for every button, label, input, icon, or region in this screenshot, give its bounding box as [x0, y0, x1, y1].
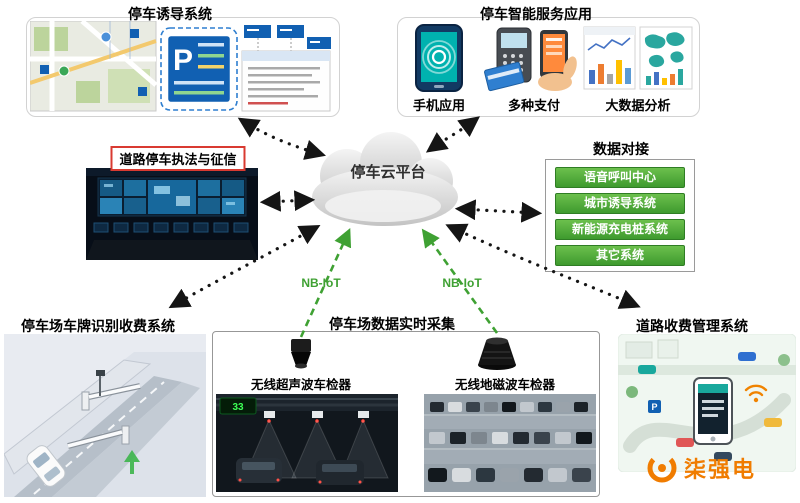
- led-sign: 33: [219, 397, 257, 415]
- title-smart-service: 停车智能服务应用: [480, 6, 592, 22]
- brand-logo: 柒强电: [646, 452, 756, 484]
- label-bigdata: 大数据分析: [605, 98, 671, 113]
- nbiot-label-left: NB-IoT: [301, 276, 341, 290]
- car-icon: [26, 445, 66, 487]
- parking-sign-icon: P: [160, 27, 238, 111]
- data-integration-box: 语音呼叫中心 城市诱导系统 新能源充电桩系统 其它系统: [545, 159, 695, 272]
- data-item-other-systems: 其它系统: [555, 245, 685, 266]
- title-road-toll: 道路收费管理系统: [636, 318, 748, 334]
- title-enforcement: 道路停车执法与征信: [110, 146, 246, 171]
- road-toll-illustration: P: [618, 334, 796, 472]
- payment-icons: [484, 27, 577, 92]
- smart-service-graphic: [415, 24, 693, 92]
- svg-text:P: P: [173, 44, 193, 77]
- big-data-charts-icon: [583, 26, 693, 90]
- phone-app-icon: [693, 377, 733, 445]
- guidance-frame: [26, 17, 340, 117]
- wifi-icon: [744, 384, 768, 397]
- guidance-boards-icon: [244, 25, 331, 51]
- label-mobile-app: 手机应用: [412, 98, 466, 113]
- car-rows: [428, 402, 592, 482]
- ceiling-sensors: [264, 411, 369, 423]
- svg-text:P: P: [651, 402, 657, 412]
- data-item-voice-call: 语音呼叫中心: [555, 167, 685, 188]
- svg-text:33: 33: [232, 402, 244, 413]
- ultrasonic-garage-photo: 33: [216, 394, 398, 492]
- parked-cars: [236, 458, 364, 485]
- city-map-graphic: [30, 21, 158, 112]
- data-item-city-guidance: 城市诱导系统: [555, 193, 685, 214]
- guidance-graphic: P: [30, 21, 331, 112]
- label-geomagnetic-detector: 无线地磁波车检器: [454, 378, 556, 392]
- parking-lot-photo: [424, 394, 596, 492]
- nbiot-label-right: NB-IoT: [442, 276, 482, 290]
- geomagnetic-detector-icon: [478, 337, 516, 370]
- label-ultrasonic-detector: 无线超声波车检器: [250, 378, 352, 392]
- guidance-info-panel: [241, 50, 331, 112]
- control-room-photo: [86, 168, 258, 260]
- label-payments: 多种支付: [507, 98, 561, 113]
- smart-service-frame: [397, 17, 700, 117]
- title-plate-system: 停车场车牌识别收费系统: [21, 318, 175, 334]
- title-collection: 停车场数据实时采集: [329, 316, 455, 332]
- hand-phone-icon: [538, 30, 577, 91]
- ultrasonic-detector-icon: [291, 339, 311, 369]
- parking-sign-small-icon: P: [648, 400, 661, 413]
- barrier-gate-icon: [67, 370, 141, 449]
- brand-logo-text: 柒强电: [684, 457, 757, 482]
- brand-logo-icon: [647, 453, 677, 483]
- street-cars: [638, 352, 782, 461]
- cloud-platform-title: 停车云平台: [350, 164, 426, 181]
- title-data-integration: 数据对接: [593, 141, 649, 157]
- data-item-ev-charging: 新能源充电桩系统: [555, 219, 685, 240]
- title-parking-guidance: 停车诱导系统: [128, 6, 212, 22]
- mobile-app-icon: [415, 24, 463, 92]
- plate-recognition-illustration: [4, 334, 206, 497]
